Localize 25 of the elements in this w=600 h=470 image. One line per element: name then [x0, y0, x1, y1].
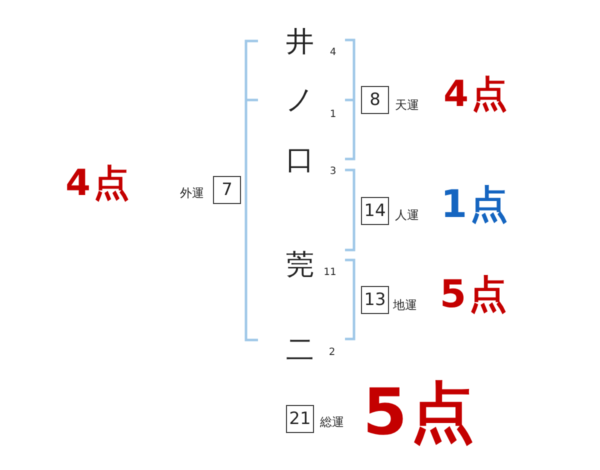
score-label: 4点	[65, 166, 133, 202]
name-character: 二	[286, 336, 314, 364]
category-label: 天運	[395, 99, 419, 111]
name-character: 口	[286, 146, 314, 174]
category-label: 総運	[320, 416, 344, 428]
score-label: 5点	[440, 275, 510, 313]
score-label: 5点	[362, 381, 478, 445]
stroke-count: 11	[324, 268, 336, 278]
number-box: 8	[361, 86, 389, 114]
stroke-count: 4	[330, 48, 336, 58]
stroke-count: 2	[328, 348, 336, 358]
category-label: 人運	[395, 209, 419, 221]
score-label: 4点	[443, 77, 511, 113]
stroke-count: 3	[330, 167, 336, 177]
number-box: 13	[361, 286, 389, 314]
number-box: 21	[286, 405, 314, 433]
name-character: 井	[286, 28, 314, 56]
category-label: 地運	[393, 299, 417, 311]
stroke-count: 1	[330, 110, 336, 120]
score-label: 1点	[440, 185, 512, 223]
name-character: 莞	[286, 251, 314, 279]
number-box: 7	[213, 176, 241, 204]
name-character: ノ	[286, 86, 314, 114]
number-box: 14	[361, 197, 389, 225]
category-label: 外運	[180, 187, 204, 199]
